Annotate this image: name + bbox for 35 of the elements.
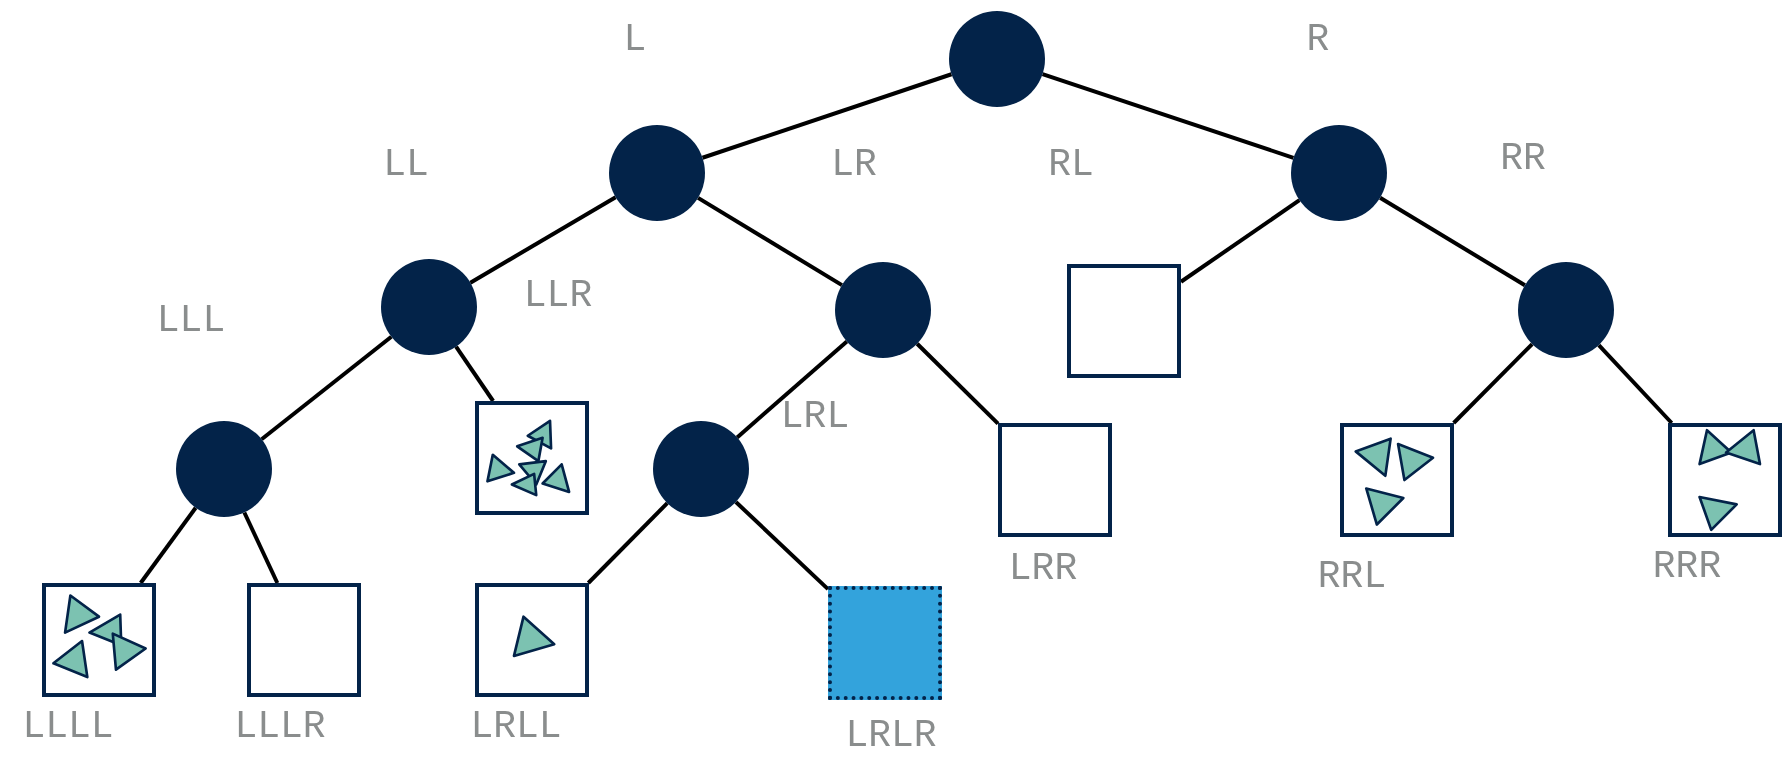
leaf-box xyxy=(1067,264,1181,378)
leaf-box xyxy=(998,423,1112,537)
path-label: LLR xyxy=(523,277,593,315)
connector-line xyxy=(469,195,617,285)
path-label: R xyxy=(1306,21,1330,59)
path-label: LR xyxy=(831,146,877,184)
connector-line xyxy=(1452,342,1534,425)
path-label: L xyxy=(623,21,647,59)
path-label: LRLR xyxy=(845,717,937,755)
connector-line xyxy=(139,506,198,585)
connector-line xyxy=(454,345,495,403)
path-label: RRR xyxy=(1652,548,1722,586)
connector-line xyxy=(242,511,280,584)
connector-line xyxy=(260,335,393,441)
connector-line xyxy=(735,340,849,439)
connector-line xyxy=(697,196,843,287)
highlighted-leaf-box xyxy=(828,586,942,700)
path-label: LRR xyxy=(1008,550,1078,588)
path-label: LLLL xyxy=(22,708,114,746)
connector-line xyxy=(734,500,830,591)
connector-line xyxy=(586,501,669,585)
connector-line xyxy=(915,342,1000,426)
path-label: LRLL xyxy=(470,708,562,746)
path-label: RR xyxy=(1500,140,1546,178)
connector-line xyxy=(1041,72,1295,160)
path-label: LRL xyxy=(780,398,850,436)
path-label: LLLR xyxy=(234,708,326,746)
path-label: LL xyxy=(383,146,429,184)
connector-line xyxy=(1597,343,1674,425)
path-label: RRL xyxy=(1317,558,1387,596)
connector-line xyxy=(1379,196,1526,287)
path-label: RL xyxy=(1048,146,1094,184)
leaf-box xyxy=(247,583,361,697)
connector-line xyxy=(701,72,953,160)
path-label: LLL xyxy=(156,302,226,340)
